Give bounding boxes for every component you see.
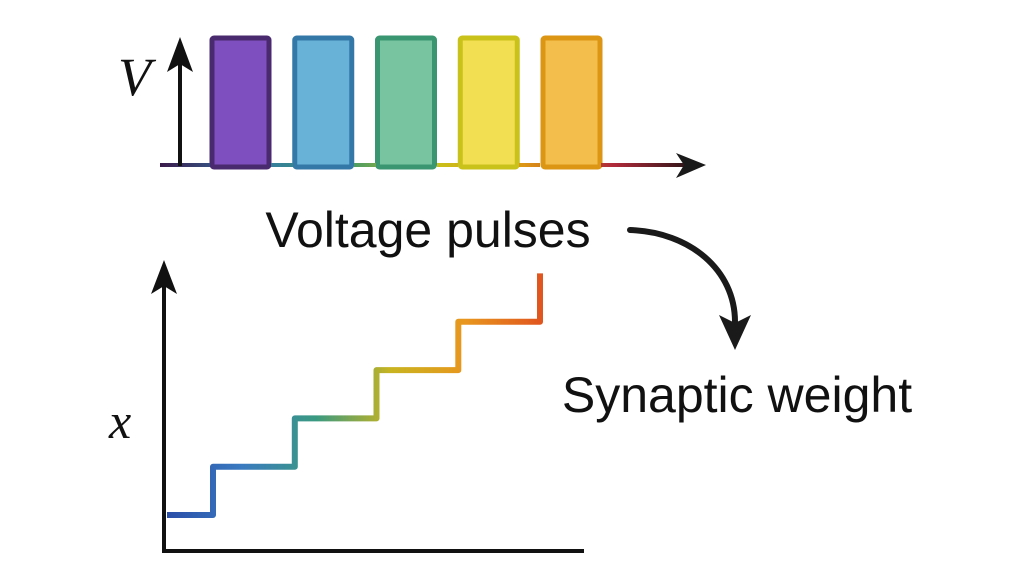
voltage-pulses-caption: Voltage pulses xyxy=(265,202,590,258)
curved-arrow-head-icon xyxy=(719,315,751,350)
synaptic-weight-label: Synaptic weight xyxy=(562,367,912,423)
pulse-train xyxy=(209,35,603,170)
pulse-3 xyxy=(375,35,437,170)
voltage-axis-arrowhead-icon xyxy=(167,37,193,72)
pulse-1 xyxy=(209,35,272,170)
curved-arrow-shaft xyxy=(627,227,738,325)
voltage-axis-label: V xyxy=(118,47,157,107)
pulse-2 xyxy=(292,35,355,170)
time-axis-arrowhead-icon xyxy=(676,153,706,178)
voltage-pulse-plot: V xyxy=(118,35,706,178)
weight-axis-label: x xyxy=(108,393,131,449)
synaptic-weight-plot: x xyxy=(108,260,584,553)
weight-axis-arrowhead-icon xyxy=(151,260,177,294)
pulse-4 xyxy=(457,35,520,170)
weight-staircase-line xyxy=(167,273,543,518)
pulse-5 xyxy=(540,35,603,170)
